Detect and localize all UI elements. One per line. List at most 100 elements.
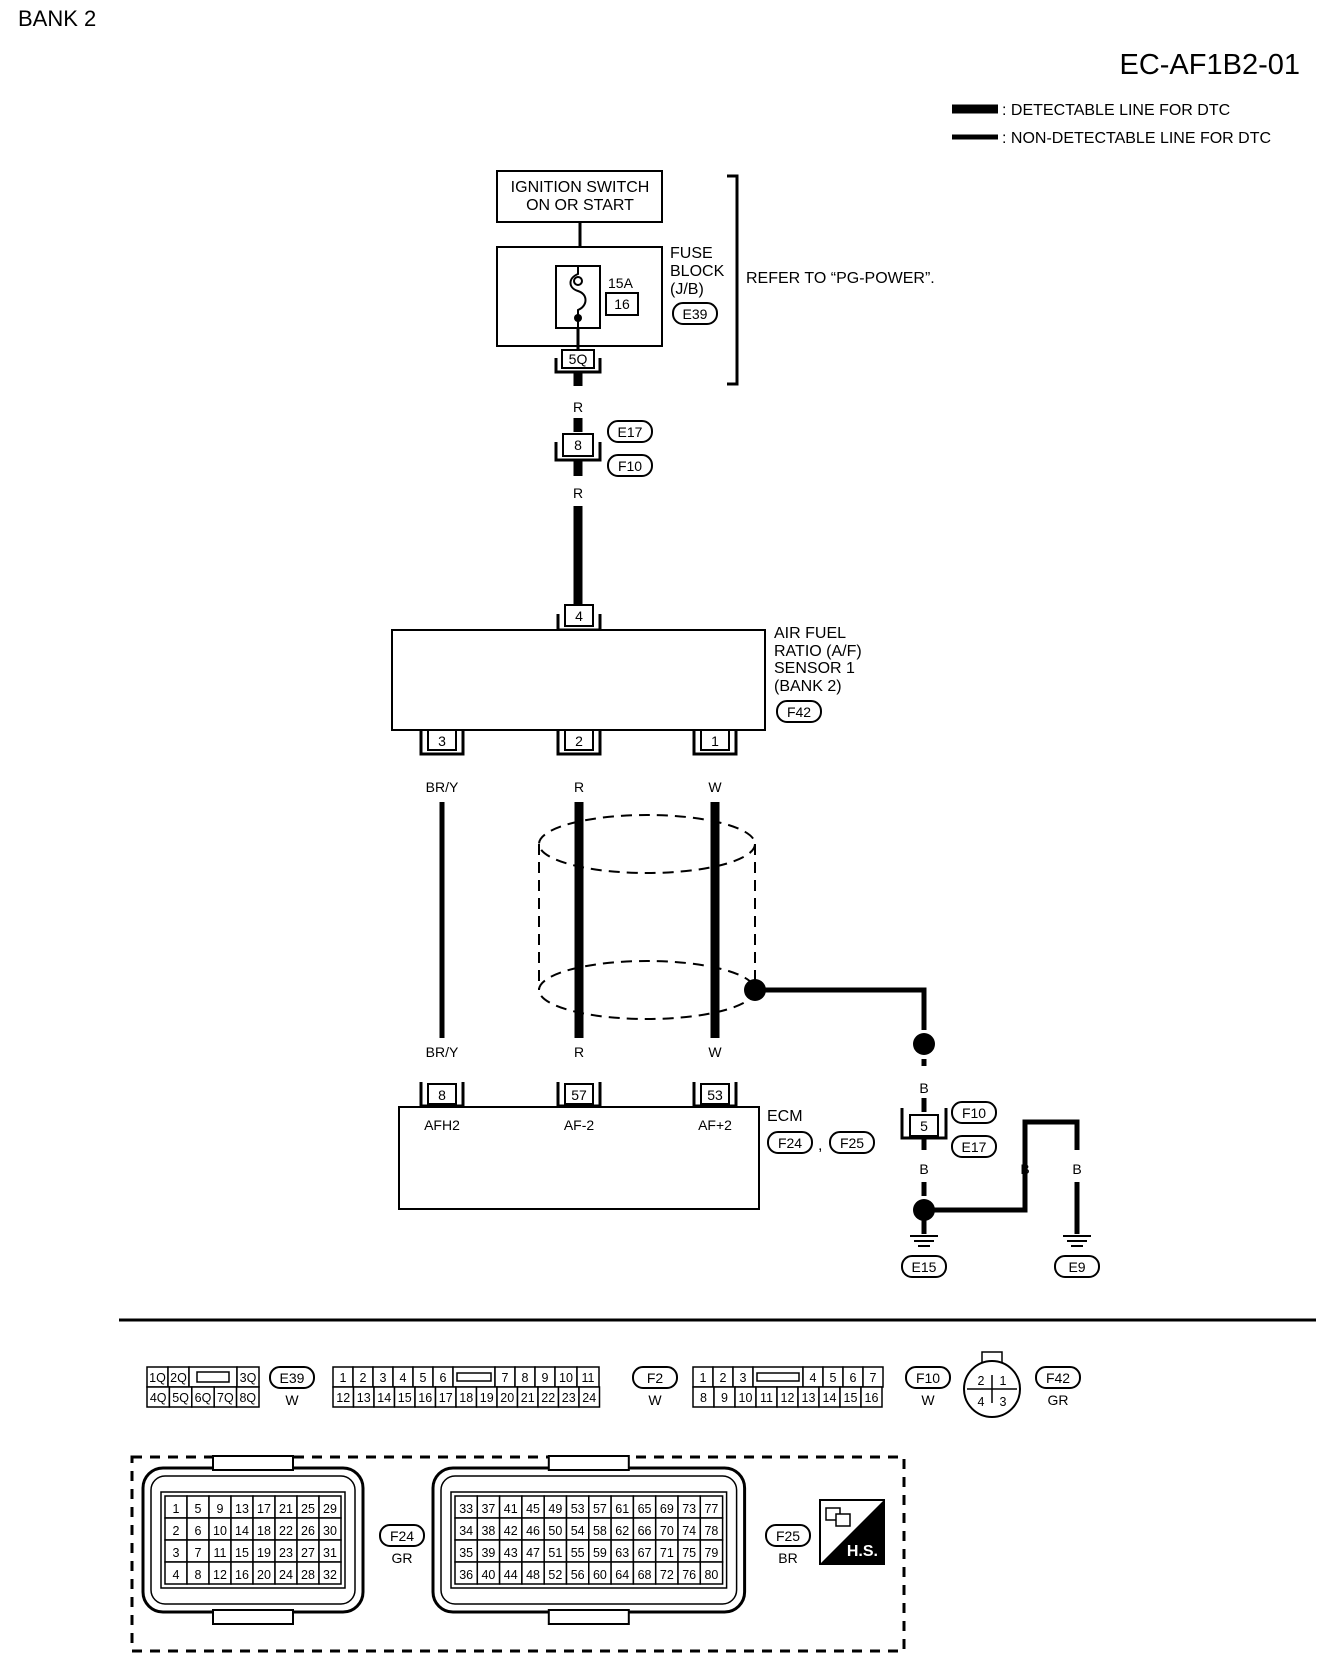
wire-color-b1: B bbox=[919, 1080, 928, 1096]
connector-pin-label: 5 bbox=[830, 1371, 837, 1385]
connector-pin-label: 1 bbox=[340, 1371, 347, 1385]
connector-pin-label: 19 bbox=[257, 1546, 271, 1560]
wire-color-b2: B bbox=[919, 1161, 928, 1177]
connector-pin-label: 74 bbox=[682, 1524, 696, 1538]
wire-color-b4: B bbox=[1072, 1161, 1081, 1177]
sensor-pin-b: 2 bbox=[575, 733, 583, 749]
ecm-pin-c: 53 bbox=[707, 1087, 723, 1103]
shield-icon bbox=[538, 814, 756, 1020]
connector-pin-label: 3 bbox=[173, 1546, 180, 1560]
connector-color-label: GR bbox=[1048, 1392, 1069, 1408]
connector-pin-label: 65 bbox=[638, 1502, 652, 1516]
connector-pin-label: 11 bbox=[582, 1371, 595, 1385]
connector-id-label: F24 bbox=[390, 1528, 414, 1544]
bank-label: BANK 2 bbox=[18, 6, 96, 31]
harness-joint-conn-a: E17 bbox=[618, 424, 643, 440]
connector-pin-label: 59 bbox=[593, 1546, 607, 1560]
connector-pin-label: 21 bbox=[279, 1502, 293, 1516]
connector-pin-label: 7 bbox=[870, 1371, 877, 1385]
connector-pin-label: 1 bbox=[700, 1371, 707, 1385]
harness-joint-pin: 8 bbox=[574, 437, 582, 453]
connector-pin-label: 8 bbox=[522, 1371, 529, 1385]
connector-pin-label: 38 bbox=[481, 1524, 495, 1538]
connector-pin-label: 67 bbox=[638, 1546, 652, 1560]
ecm-title: ECM bbox=[767, 1108, 803, 1125]
ground-e9: E9 bbox=[1054, 1235, 1100, 1278]
connector-pin-label: 4 bbox=[810, 1371, 817, 1385]
connector-pin-label: 6 bbox=[440, 1371, 447, 1385]
connector-pin-label: 31 bbox=[323, 1546, 337, 1560]
sensor-connector: F42 bbox=[787, 704, 811, 720]
connector-pin-label: 2 bbox=[173, 1524, 180, 1538]
connector-pin-label: 9 bbox=[217, 1502, 224, 1516]
harness-side-icon: H.S. bbox=[819, 1499, 885, 1565]
sensor-pin-a: 3 bbox=[438, 733, 446, 749]
wire-color-r-bottom: R bbox=[574, 1044, 584, 1060]
connector-pin-label: 39 bbox=[481, 1546, 495, 1560]
connector-pin-label: 68 bbox=[638, 1568, 652, 1582]
sensor-pin-top: 4 bbox=[575, 608, 583, 624]
connector-pin-label: 4 bbox=[400, 1371, 407, 1385]
ground-joint-f10-e17: 5 F10 E17 bbox=[900, 1101, 997, 1158]
connector-pin-label: 5 bbox=[420, 1371, 427, 1385]
ground-e15-label: E15 bbox=[912, 1259, 937, 1275]
connector-pin-label: 2Q bbox=[170, 1371, 187, 1385]
connector-pin-label: 62 bbox=[615, 1524, 629, 1538]
connector-pin-label: 57 bbox=[593, 1502, 607, 1516]
connector-pin-label: 12 bbox=[336, 1391, 350, 1405]
sensor-line1: AIR FUEL bbox=[774, 625, 846, 642]
connector-color-label: W bbox=[921, 1392, 935, 1408]
connector-pin-label: 6 bbox=[850, 1371, 857, 1385]
connector-pin-label: 64 bbox=[615, 1568, 629, 1582]
connector-pin-label: 69 bbox=[660, 1502, 674, 1516]
connector-color-label: BR bbox=[778, 1550, 797, 1566]
fuse-terminal: 5Q bbox=[569, 351, 588, 367]
connector-pin-label: 24 bbox=[279, 1568, 293, 1582]
connector-pin-label: 61 bbox=[615, 1502, 629, 1516]
diagram-code: EC-AF1B2-01 bbox=[1119, 49, 1300, 81]
connector-pin-label: 18 bbox=[257, 1524, 271, 1538]
connector-pin-label: 80 bbox=[704, 1568, 718, 1582]
connector-pin-label: 5Q bbox=[172, 1391, 189, 1405]
fuse-block-line2: BLOCK bbox=[670, 263, 725, 280]
fuse-element-icon bbox=[569, 266, 587, 328]
connector-pin-label: 70 bbox=[660, 1524, 674, 1538]
connector-pin-label: 6Q bbox=[195, 1391, 212, 1405]
connector-pin-label: 2 bbox=[978, 1374, 985, 1388]
connector-pin-label: 8Q bbox=[239, 1391, 256, 1405]
connector-pin-label: 10 bbox=[559, 1371, 573, 1385]
connector-pin-label: 25 bbox=[301, 1502, 315, 1516]
connector-pin-label: 22 bbox=[541, 1391, 555, 1405]
connector-id-label: E39 bbox=[280, 1370, 305, 1386]
connector-pin-label: 77 bbox=[704, 1502, 718, 1516]
wire-color-r-top2: R bbox=[573, 485, 583, 501]
wire-color-bry-bottom: BR/Y bbox=[426, 1044, 459, 1060]
connector-pin-label: 13 bbox=[357, 1391, 371, 1405]
connector-pin-label: 5 bbox=[195, 1502, 202, 1516]
connector-pin-label: 12 bbox=[781, 1391, 795, 1405]
connector-pin-label: 9 bbox=[542, 1371, 549, 1385]
connector-pin-label: 49 bbox=[548, 1502, 562, 1516]
ecm-conn-a: F24 bbox=[778, 1135, 802, 1151]
connector-pin-label: 53 bbox=[571, 1502, 585, 1516]
refer-text: REFER TO “PG-POWER”. bbox=[746, 270, 935, 287]
ecm-conn-sep: , bbox=[818, 1137, 822, 1154]
connector-color-label: GR bbox=[392, 1550, 413, 1566]
connector-pin-label: 14 bbox=[823, 1391, 837, 1405]
connector-pin-label: 58 bbox=[593, 1524, 607, 1538]
connector-pin-label: 41 bbox=[504, 1502, 518, 1516]
connector-pin-label: 8 bbox=[700, 1391, 707, 1405]
sensor-line2: RATIO (A/F) bbox=[774, 643, 862, 660]
connector-pin-label: 3 bbox=[380, 1371, 387, 1385]
connector-pin-label: 3 bbox=[1000, 1395, 1007, 1409]
connector-pin-label: 35 bbox=[459, 1546, 473, 1560]
connector-pin-label: 16 bbox=[418, 1391, 432, 1405]
connector-pin-label: 79 bbox=[704, 1546, 718, 1560]
connector-pin-label: 21 bbox=[521, 1391, 535, 1405]
ground-joint-pin: 5 bbox=[920, 1118, 928, 1134]
